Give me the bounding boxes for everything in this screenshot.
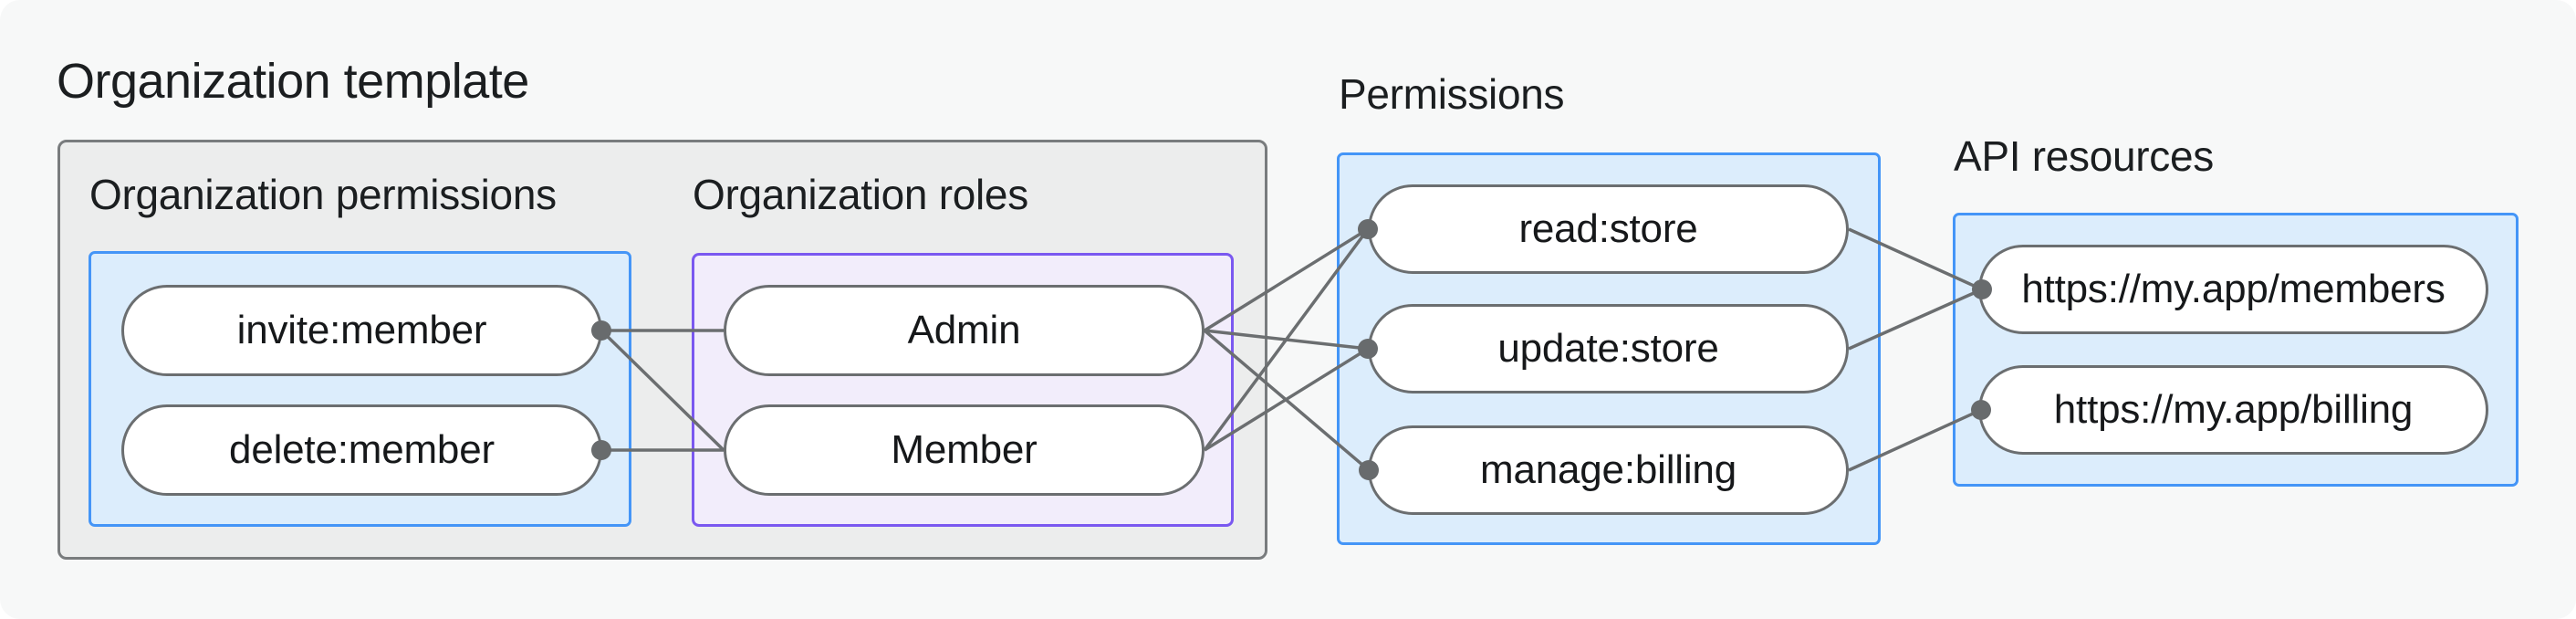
node-billing-api: https://my.app/billing [1978, 365, 2488, 455]
node-manage-billing: manage:billing [1368, 425, 1849, 515]
api-resources-heading: API resources [1954, 132, 2214, 180]
permissions-heading: Permissions [1339, 70, 1565, 118]
node-label: delete:member [229, 427, 495, 472]
node-label: invite:member [236, 308, 487, 352]
org-roles-heading: Organization roles [693, 171, 1028, 218]
node-update-store: update:store [1368, 304, 1849, 393]
org-permissions-heading: Organization permissions [89, 171, 557, 218]
node-label: https://my.app/billing [2053, 387, 2414, 432]
diagram-title: Organization template [57, 54, 529, 109]
node-admin-role: Admin [724, 285, 1205, 376]
node-label: manage:billing [1480, 447, 1736, 492]
node-label: update:store [1497, 326, 1719, 371]
node-delete-member: delete:member [121, 404, 602, 496]
node-read-store: read:store [1368, 184, 1849, 274]
node-label: Admin [907, 308, 1021, 352]
node-member-role: Member [724, 404, 1205, 496]
node-label: https://my.app/members [2021, 267, 2446, 311]
node-invite-member: invite:member [121, 285, 602, 376]
node-label: read:store [1518, 206, 1698, 251]
node-label: Member [891, 427, 1038, 472]
node-members-api: https://my.app/members [1978, 245, 2488, 334]
